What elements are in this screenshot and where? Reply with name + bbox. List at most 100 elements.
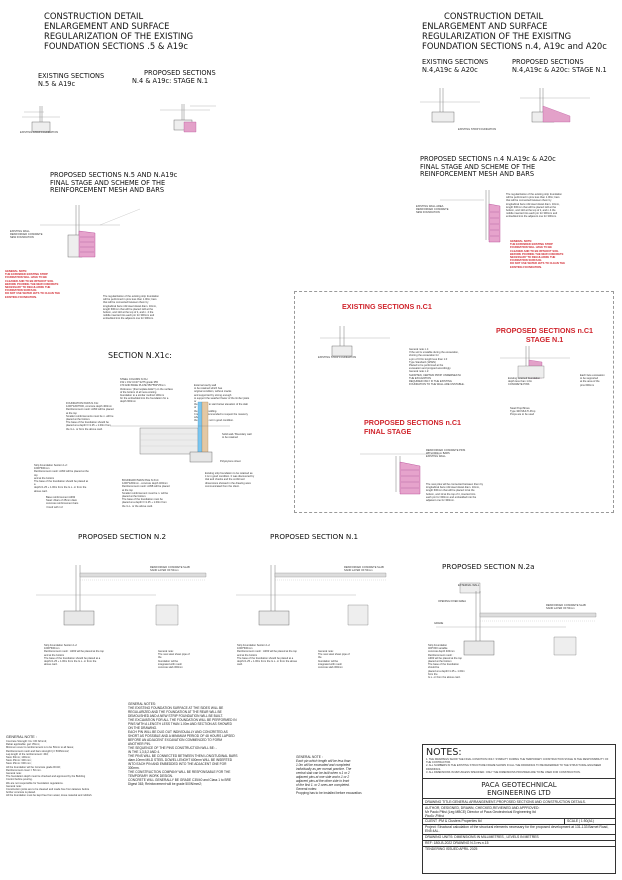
general-notes-italic-heading: GENERAL NOTE : (296, 755, 323, 759)
heading-proposed-4: PROPOSED SECTIONS N.4 & A19c: STAGE N.1 (132, 69, 216, 85)
general-notes-center-line-12: IN THE 1,3,5,2 AND 4. (128, 750, 161, 754)
red-note-right-line-1: GENERAL NOTE: (510, 240, 533, 243)
drawing-proposed-sections (36, 565, 597, 656)
c1-general-notes: General note n.1:If the soil is unstable… (409, 348, 465, 387)
title-block-author-name: Mr Paolo Pitisi (Leg MBCE) Director of P… (425, 809, 536, 814)
drawing-final-right (440, 190, 501, 243)
title-left: CONSTRUCTION DETAIL ENLARGEMENT AND SURF… (44, 11, 244, 51)
heading-proposed-c1-line-1: PROPOSED SECTIONS n.C1 (496, 326, 594, 335)
general-notes-left-line-4: Reinforcement mesh and bars strength fy=… (6, 749, 70, 753)
general-notes-left-line-15: Construction joints are to be cleaned an… (6, 788, 90, 795)
general-notes-left-line-13: We are not responsible for foundation re… (6, 781, 64, 785)
red-note-right-line-8: DO NOT USE WATER JETS TO CLEAN THE (510, 262, 565, 266)
heading-proposed-4b-line-1: PROPOSED SECTIONS (512, 58, 584, 66)
general-notes-italic-line-6: adjacent pins at the other side in front (296, 779, 350, 783)
heading-proposed-4b-line-2: N.4,A19c & A20c: STAGE N.1 (512, 65, 607, 74)
heading-final-5-line-1: PROPOSED SECTIONS N.5 AND N.A19c (50, 171, 178, 179)
n2a-slab-label-text: REINFORCED CONCRETE SLAB (546, 604, 586, 607)
heading-final-4-line-3: REINFORCEMENT MESH AND BARS (420, 170, 535, 179)
x1c-steel-notes: STEEL COLUMN N.X1c 152 x 152 UC37 S275 g… (120, 378, 178, 404)
general-notes-center-line-7: EACH PIN WILL BE DUG OUT INDIVIDUALLY AN… (128, 730, 228, 734)
general-notes-left-line-12: The foundation depth must be checked and… (6, 775, 86, 782)
heading-existing-c1: EXISTING SECTIONS n.C1 (342, 302, 432, 311)
red-note-left-line-3: FOUNDATION WILL HAVE TO BE (5, 276, 47, 280)
heading-proposed-c1: PROPOSED SECTIONS n.C1 STAGE N.1 (496, 326, 594, 344)
general-notes-left-heading: GENERAL NOTE : (6, 735, 37, 739)
red-note-left-line-2: THE EXPANDED EXISTING STRIP (5, 273, 48, 277)
general-notes-center-line-8: SHORT AS POSSIBLE AND A MINIMUM PERIOD O… (128, 734, 235, 738)
general-notes-left-line-14: General note: (6, 784, 22, 788)
x1c-strip-notes: Strip Foundation Section 1-2:1000*600mm … (34, 464, 89, 493)
n2a-opening: OPENING FIXED AREA (438, 600, 466, 603)
heading-proposed-c1-final-line-2: FINAL STAGE (364, 426, 412, 436)
n1-slab-label-text: REINFORCED CONCRETE SLAB (344, 566, 384, 569)
general-notes-left-line-16: All the foundation must be kept free fro… (6, 794, 93, 798)
heading-proposed-n1: PROPOSED SECTION N.1 (270, 532, 359, 541)
general-notes-center-line-10: ANOTHER PIN. (128, 742, 151, 746)
red-note-right-line-4: CLEANED AND TO BE WITHOUT SOIL (510, 249, 559, 253)
n1-slab-label: REINFORCED CONCRETE SLAB SAND LAYER OF 5… (344, 566, 384, 572)
general-notes-center-line-13: THE PINS WILL BE CONNECTED BETWEEN THEM … (128, 754, 238, 758)
general-notes-left-line-3: Minimum cover to reinforcement is to be … (6, 746, 74, 750)
heading-final-5: PROPOSED SECTIONS N.5 AND N.A19c FINAL S… (50, 171, 178, 195)
title-block-client: CLIENT :PM & Clusters Properties ltd (423, 818, 565, 824)
title-block-author: AUTHOR, DESIGNED, DRAWN, CHECKED,REVIEWE… (423, 804, 615, 818)
heading-existing-4-line-1: EXISTING SECTIONS (422, 58, 489, 66)
heading-proposed-4b: PROPOSED SECTIONS N.4,A19c & A20c: STAGE… (512, 58, 607, 74)
title-block-notes-heading: NOTES: (426, 747, 462, 758)
general-notes-left-line-7: Stem 45mm: 300 mm; (6, 759, 32, 763)
title-block-scale: SCALE | 1:50(A1) (567, 818, 594, 823)
general-notes-center-line-9: BEFORE AN ADJACENT EXCAVATION COMMENCED … (128, 738, 223, 742)
heading-final-4: PROPOSED SECTIONS n.4 N.A19c & A20c FINA… (420, 155, 556, 179)
general-notes-left-line-1: Concrete Strength: fcu =30 N/mm2; (6, 740, 47, 743)
general-notes-center-line-16: 300mm. (128, 766, 140, 770)
c1-frame (294, 291, 614, 513)
label-polystyrene: Polystyrene sheet (220, 460, 241, 463)
title-block: NOTES: 1. THE DRAWINGS SHOW THE FINAL CO… (422, 744, 616, 874)
general-notes-center: GENERAL NOTES: THE EXISTING FOUNDATION S… (128, 702, 298, 786)
x1c-steel-column-label: STEEL COLUMN N.X1c (120, 378, 148, 381)
red-note-left-line-6: NECESSARY TO REGULARIZE THE (5, 286, 51, 290)
red-note-right-line-9: EXISTING FOUNDATION. (510, 265, 542, 269)
heading-existing-4: EXISTING SECTIONS N.4,A19c & A20c (422, 58, 489, 74)
red-note-left-line-7: FOUNDATION SURFACE. (5, 289, 38, 293)
final-left-description: The regularization of the existing strip… (103, 295, 159, 321)
x1c-right-notes: Existing strip foundation to be retained… (205, 472, 255, 488)
general-notes-center-line-15: INTO EACH PIN AND EMBEDDED INTO THE ADJA… (128, 762, 227, 766)
company-line-1: PACA GEOTECHNICAL (481, 781, 557, 789)
general-notes-center-line-17: THE CONSTRUCTION COMPANY WILL BE RESPONS… (128, 770, 231, 774)
heading-final-4-line-2: FINAL STAGE AND SCHEME OF THE (420, 162, 536, 171)
title-block-signature: Paolo Pitisi (425, 813, 445, 818)
title-block-notes: NOTES: 1. THE DRAWINGS SHOW THE FINAL CO… (423, 745, 615, 778)
general-notes-center-line-2: REGULARIZED AND THE FOUNDATION AT THE RE… (128, 710, 222, 714)
general-notes-center-line-5: PINS WITH A LENGTH LESS THAN 1.00m AND S… (128, 722, 232, 726)
title-block-author-label: AUTHOR, DESIGNED, DRAWN, CHECKED,REVIEWE… (425, 805, 540, 810)
heading-existing-4-line-2: N.4,A19c & A20c (422, 65, 478, 74)
general-notes-left-line-6: Stem 60mm; 100mm; (6, 756, 31, 760)
title-block-company: PACA GEOTECHNICAL ENGINEERING LTD (423, 778, 615, 798)
drawing-x1c (110, 401, 230, 463)
general-notes-left-line-10: Reinforcement cover = 50 mm. (6, 768, 42, 772)
title-left-line-4: FOUNDATION SECTIONS .5 & A19c (44, 41, 189, 51)
title-block-note-2: 2. ALL NUMBERS IN THE EXISTING STRUCTURE… (426, 764, 602, 771)
general-notes-italic-line-2: 1.0m will be excavated and completed (296, 763, 351, 767)
title-left-line-2: ENLARGEMENT AND SURFACE (44, 21, 170, 31)
red-note-left-line-8: DO NOT USE WATER JETS TO CLEAN THE (5, 292, 60, 296)
n2a-grade: GRADE (434, 622, 444, 625)
title-left-line-3: REGULARIZATION OF THE EXISTING (44, 31, 194, 41)
general-notes-center-line-3: DEMOLISHED AND A NEW STRIP FOUNDATION WI… (128, 714, 223, 718)
general-notes-left: GENERAL NOTE : Concrete Strength: fcu =3… (6, 735, 94, 798)
n2-slab-label-text: REINFORCED CONCRETE SLAB (150, 566, 190, 569)
title-right-line-4: FOUNDATION SECTIONS n.4, A19c and A20c (422, 41, 607, 51)
